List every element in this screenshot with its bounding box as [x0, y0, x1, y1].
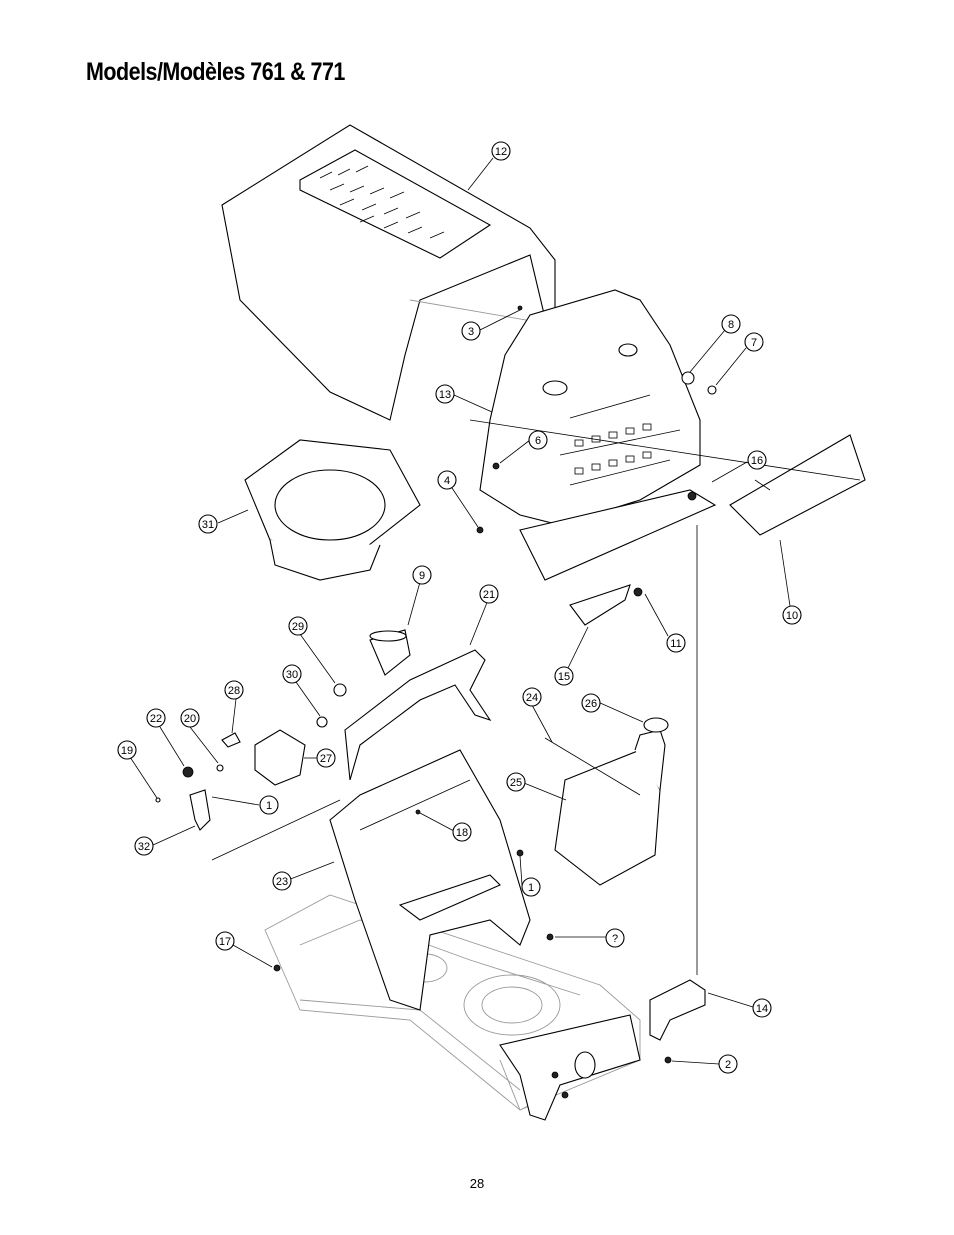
- part-switch-box: [254, 729, 306, 786]
- callout-18: 18: [452, 822, 472, 842]
- svg-text:25: 25: [510, 777, 522, 789]
- svg-text:16: 16: [751, 455, 763, 467]
- callout-unknown: ?: [605, 928, 625, 948]
- svg-text:17: 17: [219, 936, 231, 948]
- callout-14: 14: [752, 998, 772, 1018]
- callout-11: 11: [666, 633, 686, 653]
- svg-text:11: 11: [670, 638, 681, 650]
- part-air-duct: [244, 439, 421, 581]
- svg-text:30: 30: [286, 669, 298, 681]
- svg-text:3: 3: [468, 326, 474, 338]
- part-fuel-tank: [554, 729, 666, 886]
- callout-8: 8: [721, 314, 741, 334]
- callout-3: 3: [461, 321, 481, 341]
- callout-16: 16: [747, 450, 767, 470]
- svg-text:6: 6: [535, 435, 541, 447]
- callout-24: 24: [522, 687, 542, 707]
- callout-25: 25: [506, 772, 526, 792]
- page-number: 28: [469, 1176, 485, 1191]
- small-parts: [155, 305, 717, 1064]
- callout-20: 20: [180, 708, 200, 728]
- part-grille-housing: [479, 289, 701, 526]
- svg-text:2: 2: [725, 1059, 731, 1071]
- svg-text:8: 8: [728, 319, 734, 331]
- callout-10: 10: [782, 605, 802, 625]
- part-lower-bracket: [649, 979, 706, 1041]
- callout-2: 2: [718, 1054, 738, 1074]
- svg-text:32: 32: [138, 841, 150, 853]
- svg-text:15: 15: [558, 671, 570, 683]
- part-console: [329, 749, 531, 1011]
- page-title: Models/Modèles 761 & 771: [86, 58, 345, 86]
- svg-text:28: 28: [228, 685, 240, 697]
- svg-text:?: ?: [612, 933, 618, 945]
- svg-text:23: 23: [276, 876, 288, 888]
- part-front-panel: [729, 434, 866, 536]
- callout-17: 17: [215, 931, 235, 951]
- svg-text:12: 12: [495, 146, 507, 158]
- part-knob-cover: [369, 629, 411, 676]
- callout-7: 7: [744, 332, 764, 352]
- svg-text:1: 1: [528, 882, 534, 894]
- svg-text:7: 7: [751, 337, 757, 349]
- callout-19: 19: [117, 740, 137, 760]
- callout-15: 15: [554, 666, 574, 686]
- svg-text:27: 27: [320, 753, 332, 765]
- callout-32: 32: [134, 836, 154, 856]
- part-dash-panel: [344, 649, 492, 781]
- svg-text:14: 14: [756, 1003, 768, 1015]
- svg-text:22: 22: [150, 713, 162, 725]
- svg-text:10: 10: [786, 610, 798, 622]
- svg-text:1: 1: [266, 800, 272, 812]
- part-fuel-cap: [643, 717, 669, 733]
- part-mount-bracket: [519, 489, 717, 626]
- callout-30: 30: [282, 664, 302, 684]
- callout-1-b: 1: [521, 877, 541, 897]
- callout-28: 28: [224, 680, 244, 700]
- svg-text:31: 31: [202, 519, 214, 531]
- leader-lines: [129, 157, 861, 1065]
- part-fuel-line: [544, 737, 641, 796]
- svg-text:24: 24: [526, 692, 538, 704]
- callout-27: 27: [316, 748, 336, 768]
- callout-13: 13: [435, 384, 455, 404]
- callout-12: 12: [491, 141, 511, 161]
- callout-31: 31: [198, 514, 218, 534]
- part-hood: [221, 124, 556, 421]
- svg-text:18: 18: [456, 827, 468, 839]
- callout-22: 22: [146, 708, 166, 728]
- svg-text:9: 9: [419, 570, 425, 582]
- callout-26: 26: [581, 693, 601, 713]
- callout-6: 6: [528, 430, 548, 450]
- front-frame-bracket: [499, 1014, 641, 1121]
- callout-1-a: 1: [259, 795, 279, 815]
- callout-4: 4: [437, 470, 457, 490]
- callouts: 12 3 8 7 13 6 16 4 31 9 21 10 11 29 15 3…: [117, 141, 802, 1074]
- svg-text:13: 13: [439, 389, 451, 401]
- svg-text:21: 21: [483, 589, 495, 601]
- svg-text:29: 29: [292, 621, 304, 633]
- callout-23: 23: [272, 871, 292, 891]
- svg-text:4: 4: [444, 475, 450, 487]
- callout-29: 29: [288, 616, 308, 636]
- callout-9: 9: [412, 565, 432, 585]
- svg-text:26: 26: [585, 698, 597, 710]
- svg-text:19: 19: [121, 745, 133, 757]
- callout-21: 21: [479, 584, 499, 604]
- svg-text:20: 20: [184, 713, 196, 725]
